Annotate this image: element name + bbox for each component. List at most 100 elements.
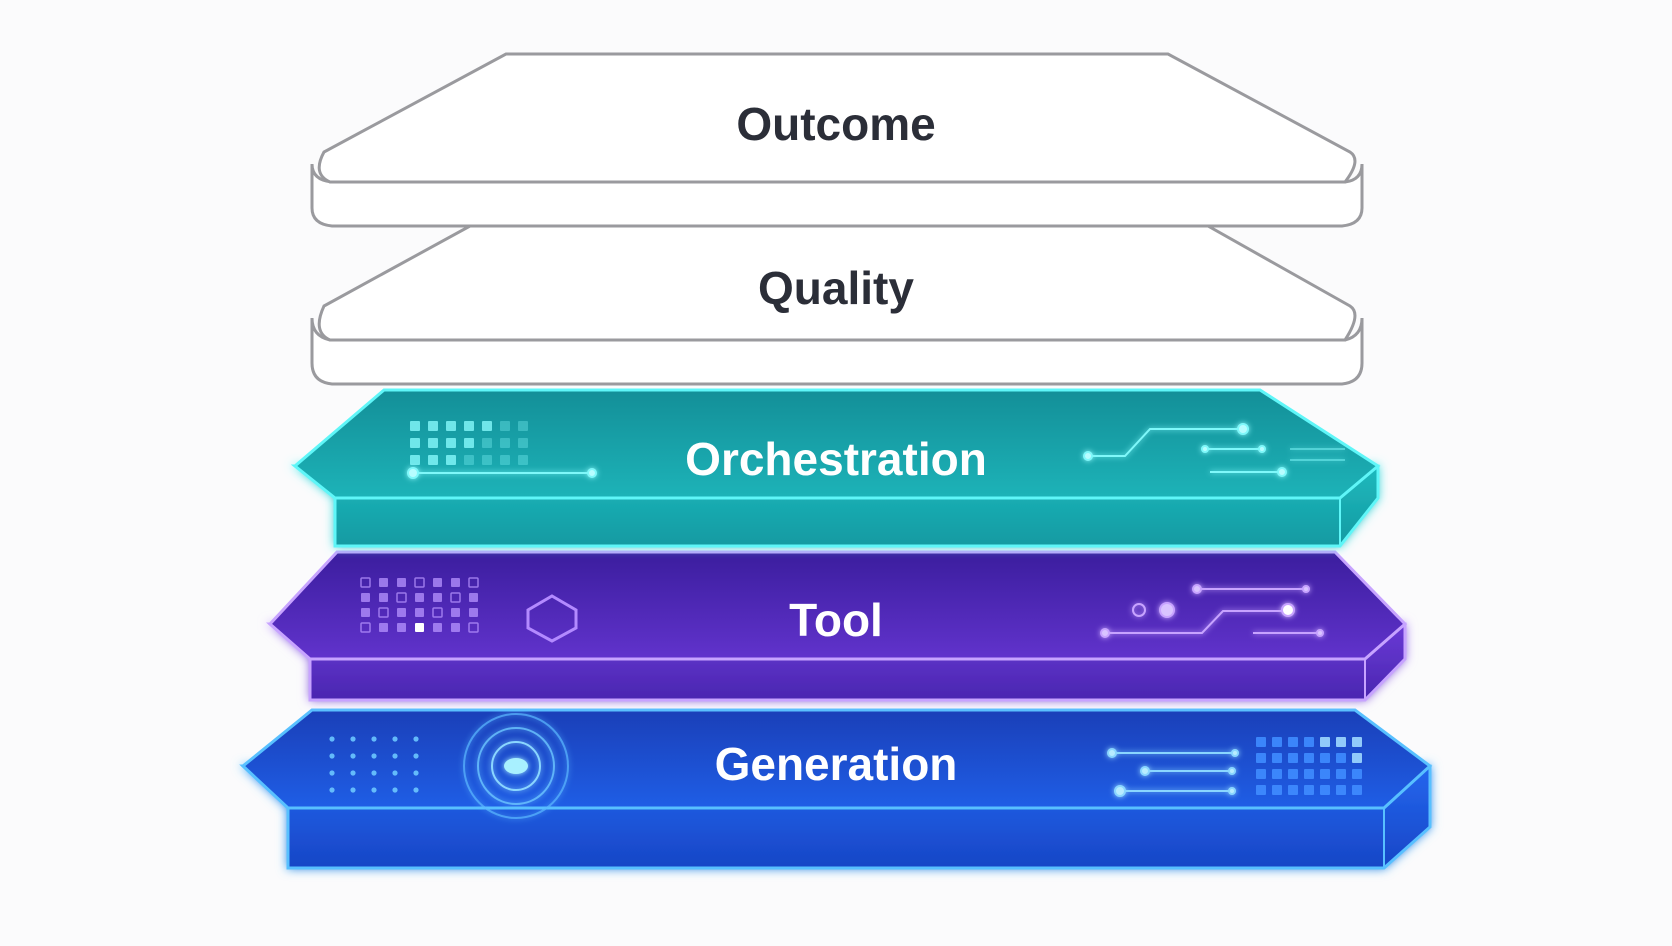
grid-square: [1304, 753, 1314, 763]
layer-outcome: Outcome: [310, 52, 1364, 228]
grid-square: [428, 421, 438, 431]
grid-square: [482, 455, 492, 465]
grid-square: [1288, 753, 1298, 763]
grid-square: [500, 438, 510, 448]
grid-square: [500, 421, 510, 431]
grid-square: [1272, 769, 1282, 779]
circuit-lines-icon: [1107, 748, 1239, 797]
quality-slab-top: [317, 224, 1357, 342]
grid-square: [450, 592, 461, 603]
grid-square: [1336, 785, 1346, 795]
grid-square: [1256, 769, 1266, 779]
square-grid-icon: [1256, 737, 1362, 795]
grid-square: [397, 578, 406, 587]
grid-dot: [329, 736, 335, 742]
grid-square: [1256, 753, 1266, 763]
grid-square: [469, 608, 478, 617]
grid-square: [433, 593, 442, 602]
grid-square: [360, 622, 371, 633]
grid-square: [410, 438, 420, 448]
layer-label-outcome: Outcome: [736, 98, 935, 150]
grid-square: [410, 421, 420, 431]
grid-dot: [413, 753, 419, 759]
grid-dot: [413, 736, 419, 742]
grid-dot: [371, 736, 377, 742]
grid-dot: [413, 770, 419, 776]
grid-square: [1304, 737, 1314, 747]
grid-dot: [371, 770, 377, 776]
grid-square: [446, 421, 456, 431]
grid-square: [410, 455, 420, 465]
grid-square: [500, 455, 510, 465]
grid-dot: [392, 770, 398, 776]
grid-square: [1336, 769, 1346, 779]
circuit-lines-icon: [407, 423, 1345, 479]
grid-square: [468, 577, 479, 588]
grid-square: [451, 578, 460, 587]
grid-dot: [350, 770, 356, 776]
dot-grid-icon: [329, 736, 419, 793]
grid-square: [1304, 769, 1314, 779]
grid-square: [415, 608, 424, 617]
grid-dot: [392, 753, 398, 759]
grid-square: [518, 438, 528, 448]
layer-generation: Generation: [239, 708, 1433, 870]
grid-square: [1304, 785, 1314, 795]
grid-dot: [350, 753, 356, 759]
hexagon-icon: [526, 594, 578, 643]
grid-square: [415, 593, 424, 602]
grid-square: [464, 455, 474, 465]
grid-dot: [371, 753, 377, 759]
grid-square: [1352, 737, 1362, 747]
square-grid-icon: [410, 421, 528, 465]
outcome-slab-top: [317, 52, 1357, 184]
grid-square: [414, 577, 425, 588]
grid-square: [1336, 753, 1346, 763]
grid-square: [361, 593, 370, 602]
grid-dot: [350, 787, 356, 793]
grid-square: [446, 438, 456, 448]
grid-square: [433, 578, 442, 587]
concentric-rings-icon: [463, 713, 569, 819]
grid-square: [1288, 785, 1298, 795]
circuit-lines-icon: [1100, 584, 1324, 638]
grid-square: [468, 622, 479, 633]
grid-square: [1352, 769, 1362, 779]
grid-square: [397, 623, 406, 632]
grid-square: [415, 623, 424, 632]
grid-square: [451, 623, 460, 632]
grid-square: [464, 421, 474, 431]
grid-square: [1320, 737, 1330, 747]
grid-square: [360, 577, 371, 588]
grid-dot: [413, 787, 419, 793]
grid-square: [1272, 737, 1282, 747]
grid-square: [379, 623, 388, 632]
grid-square: [1272, 753, 1282, 763]
grid-dot: [329, 753, 335, 759]
layer-label-orchestration: Orchestration: [685, 433, 987, 485]
grid-square: [1272, 785, 1282, 795]
quality-slab-side: [310, 317, 1364, 386]
grid-square: [397, 608, 406, 617]
grid-square: [518, 421, 528, 431]
grid-dot: [350, 736, 356, 742]
grid-square: [432, 607, 443, 618]
grid-square: [428, 438, 438, 448]
grid-square: [1288, 769, 1298, 779]
grid-square: [1320, 769, 1330, 779]
grid-dot: [392, 787, 398, 793]
grid-square: [379, 578, 388, 587]
grid-square: [378, 607, 389, 618]
grid-square: [446, 455, 456, 465]
grid-dot: [329, 770, 335, 776]
grid-square: [1336, 737, 1346, 747]
grid-square: [1256, 737, 1266, 747]
grid-square: [518, 455, 528, 465]
layer-quality: Quality: [310, 224, 1364, 386]
layer-label-tool: Tool: [789, 594, 883, 646]
grid-square: [433, 623, 442, 632]
grid-dot: [329, 787, 335, 793]
grid-square: [482, 421, 492, 431]
